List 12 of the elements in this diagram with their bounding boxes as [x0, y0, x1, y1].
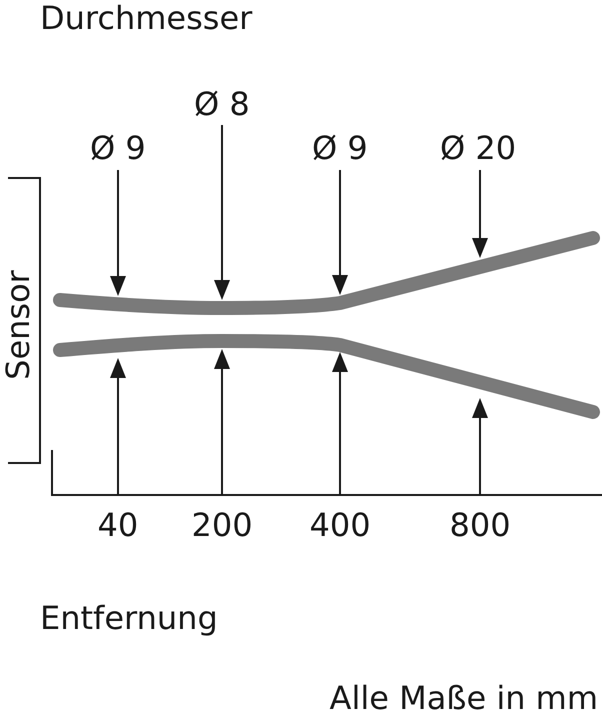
units-note: Alle Maße in mm [330, 680, 598, 716]
diameter-label: Ø 9 [312, 130, 368, 166]
tick-label: 400 [310, 507, 371, 543]
axis-title: Sensor [0, 270, 36, 380]
diameter-label: Ø 8 [194, 86, 250, 122]
tick-label: 40 [98, 507, 138, 543]
tick-label: 200 [192, 507, 253, 543]
axis-title: Entfernung [40, 600, 218, 636]
diameter-label: Ø 20 [440, 130, 516, 166]
axis-title: Durchmesser [40, 0, 252, 36]
diameter-label: Ø 9 [90, 130, 146, 166]
tick-label: 800 [450, 507, 511, 543]
